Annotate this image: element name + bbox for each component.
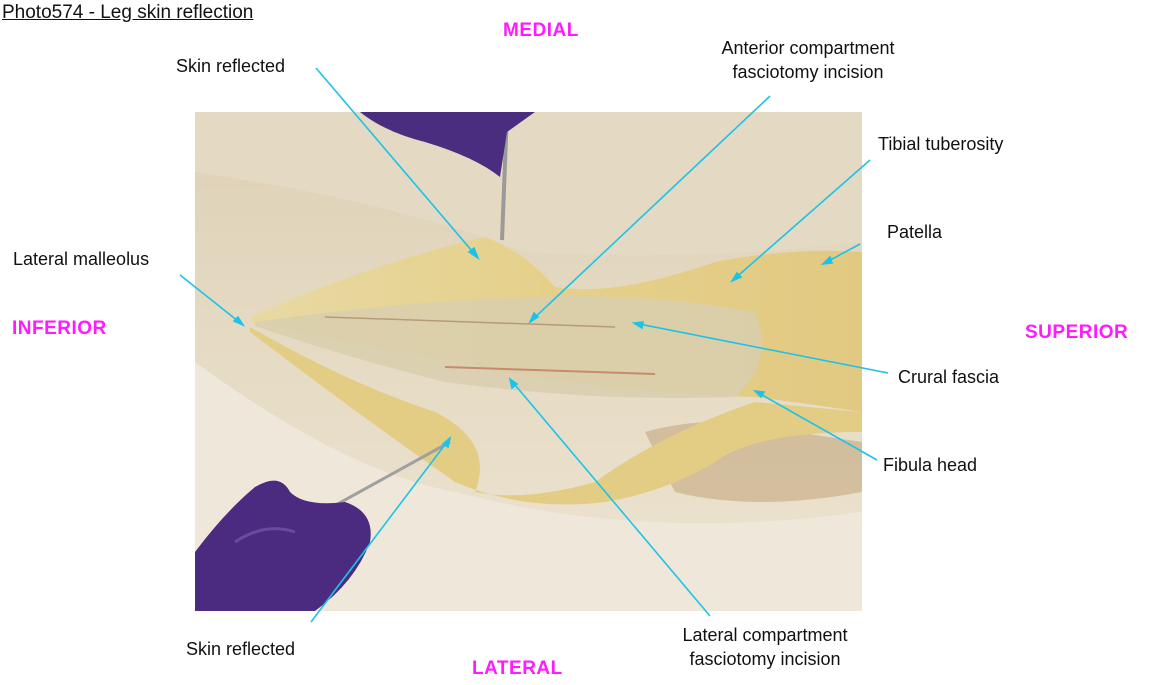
leader-fibula-head bbox=[754, 390, 878, 461]
orientation-superior: SUPERIOR bbox=[1025, 322, 1129, 343]
label-lateral-malleolus: Lateral malleolus bbox=[13, 249, 150, 269]
leader-lateral-malleolus bbox=[179, 274, 244, 326]
label-lateral-line2: fasciotomy incision bbox=[689, 649, 841, 669]
label-patella: Patella bbox=[887, 222, 943, 242]
label-tibial-tuberosity: Tibial tuberosity bbox=[878, 134, 1004, 154]
label-anterior-line2: fasciotomy incision bbox=[732, 62, 884, 82]
arrowhead bbox=[467, 246, 480, 261]
orientation-lateral: LATERAL bbox=[472, 658, 563, 679]
arrowhead bbox=[441, 435, 452, 449]
dissection-photo bbox=[195, 112, 862, 611]
arrowhead bbox=[631, 321, 644, 330]
label-fibula-head: Fibula head bbox=[883, 455, 978, 475]
leader-skin-reflected-bottom bbox=[310, 437, 451, 623]
leader-crural-fascia bbox=[633, 322, 889, 374]
label-lateral-incision: Lateral compartment fasciotomy incision bbox=[645, 623, 885, 671]
arrowhead bbox=[232, 315, 246, 327]
arrowhead bbox=[528, 311, 540, 325]
label-skin-reflected-bottom: Skin reflected bbox=[186, 639, 296, 659]
label-anterior-line1: Anterior compartment bbox=[721, 38, 895, 58]
leader-tibial-tuberosity bbox=[731, 159, 871, 282]
orientation-medial: MEDIAL bbox=[503, 20, 579, 41]
figure-title: Photo574 - Leg skin reflection bbox=[2, 2, 254, 23]
leader-skin-reflected-top bbox=[315, 67, 479, 259]
label-anterior-incision: Anterior compartment fasciotomy incision bbox=[688, 36, 928, 84]
label-crural-fascia: Crural fascia bbox=[898, 367, 1000, 387]
leader-anterior-incision bbox=[529, 95, 771, 323]
leader-lateral-incision bbox=[509, 378, 711, 617]
orientation-inferior: INFERIOR bbox=[12, 318, 107, 339]
arrowhead bbox=[508, 377, 519, 390]
arrowhead bbox=[820, 255, 834, 266]
arrowhead bbox=[729, 271, 743, 283]
arrowhead bbox=[752, 389, 766, 399]
label-skin-reflected-top: Skin reflected bbox=[176, 56, 286, 76]
label-lateral-line1: Lateral compartment bbox=[682, 625, 848, 645]
